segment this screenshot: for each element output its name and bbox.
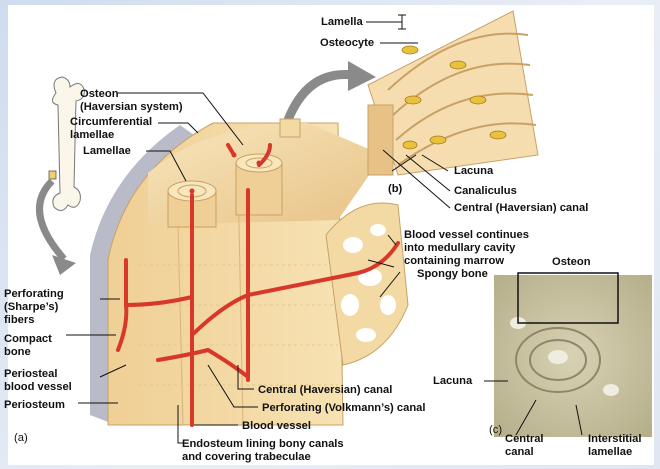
- lacuna-b-label: Lacuna: [454, 165, 494, 177]
- central-canal-c-label: Central canal: [505, 433, 544, 458]
- zoom-arrow-icon: [36, 178, 67, 262]
- canaliculus-label: Canaliculus: [454, 185, 517, 197]
- lacuna-c-label: Lacuna: [433, 375, 473, 387]
- osteon-detail-panel-b: [367, 10, 539, 176]
- osteon-label: Osteon (Haversian system): [80, 88, 183, 113]
- panel-b-label: (b): [388, 183, 403, 195]
- central-canal-a-label: Central (Haversian) canal: [258, 384, 393, 396]
- endosteum-label: Endosteum lining bony canals and coverin…: [182, 438, 344, 463]
- panel-a-label: (a): [14, 432, 28, 444]
- osteon-c-label: Osteon: [552, 256, 591, 268]
- osteon-cylinder: [235, 153, 283, 216]
- osteocyte-label: Osteocyte: [320, 37, 375, 49]
- blood-vessels: [116, 143, 400, 427]
- panel-c-label: (c): [489, 424, 503, 436]
- bone-structure-diagram: [36, 10, 652, 444]
- central-canal-b-label: Central (Haversian) canal: [454, 202, 589, 214]
- periosteum-label: Periosteum: [4, 399, 65, 411]
- interstitial-lamellae-label: Interstitial lamellae: [588, 433, 642, 458]
- perforating-fibers-label: Perforating (Sharpe’s) fibers: [4, 288, 64, 326]
- figure-panel: Lamella Osteocyte Osteon (Haversian syst…: [4, 5, 654, 465]
- leader-lines: [66, 14, 583, 444]
- periosteal-blood-vessel-label: Periosteal blood vessel: [4, 368, 72, 393]
- perforating-canal-label: Perforating (Volkmann’s) canal: [262, 402, 426, 414]
- spongy-bone: [325, 202, 409, 366]
- blood-vessel-continues-label: Blood vessel continues into medullary ca…: [404, 229, 529, 267]
- lamella-label: Lamella: [321, 16, 363, 28]
- blood-vessel-label: Blood vessel: [242, 420, 312, 432]
- compact-bone-label: Compact bone: [4, 333, 52, 358]
- spongy-bone-label: Spongy bone: [417, 268, 488, 280]
- zoom-arrowhead-icon: [52, 255, 76, 275]
- zoom-arrow-b-icon: [279, 61, 376, 138]
- long-bone-icon: [48, 76, 85, 211]
- micrograph-panel-c: [494, 272, 652, 437]
- lamellae-label: Lamellae: [83, 145, 131, 157]
- circumferential-lamellae-label: Circumferential lamellae: [70, 116, 153, 141]
